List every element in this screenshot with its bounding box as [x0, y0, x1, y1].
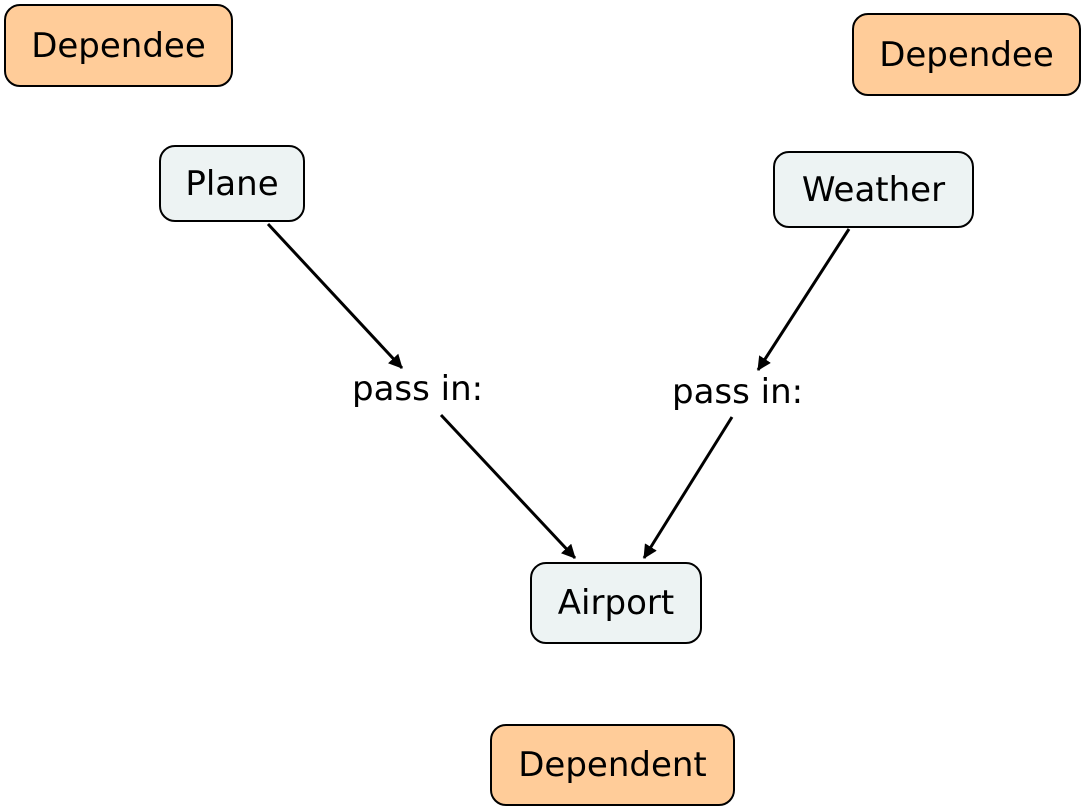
concept-plane-label: Plane — [185, 163, 279, 204]
edge-label-to-airport-left — [439, 413, 577, 560]
concept-weather[interactable]: Weather — [773, 151, 974, 228]
legend-dependent-label: Dependent — [518, 745, 707, 785]
legend-dependee-left-label: Dependee — [31, 25, 206, 66]
concept-plane[interactable]: Plane — [159, 145, 305, 222]
edge-weather-to-label — [756, 228, 851, 371]
concept-airport-label: Airport — [557, 583, 675, 623]
concept-airport[interactable]: Airport — [530, 562, 702, 644]
link-label-right[interactable]: pass in: — [672, 372, 804, 412]
legend-dependee-left[interactable]: Dependee — [4, 4, 233, 87]
legend-dependee-right[interactable]: Dependee — [852, 13, 1081, 96]
legend-dependee-right-label: Dependee — [879, 34, 1054, 75]
concept-weather-label: Weather — [801, 169, 946, 210]
edge-plane-to-label — [266, 222, 404, 370]
legend-dependent[interactable]: Dependent — [490, 724, 735, 806]
edge-label-to-airport-right — [642, 416, 734, 559]
link-label-left[interactable]: pass in: — [352, 369, 484, 409]
